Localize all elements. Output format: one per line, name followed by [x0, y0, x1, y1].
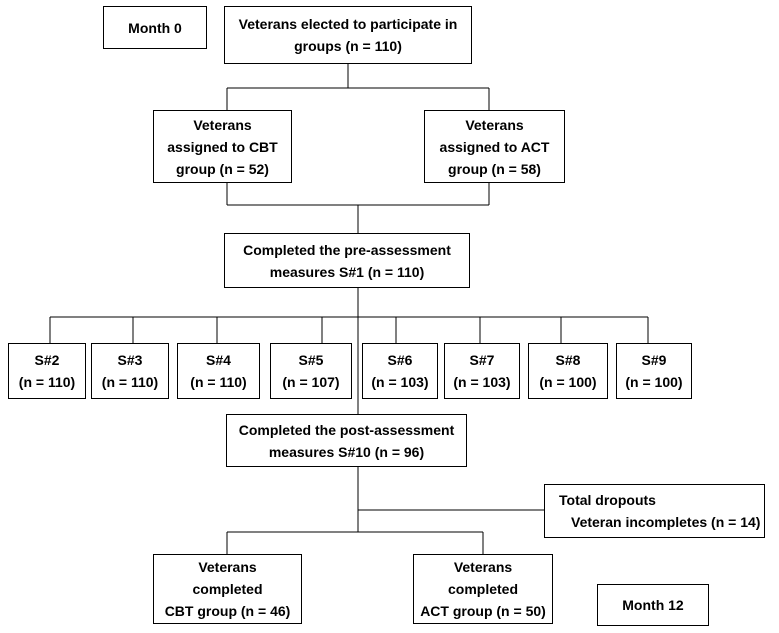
elected-line-2: groups (n = 110) [294, 38, 402, 54]
session-label: S#2 [34, 352, 60, 368]
completed-cbt-line-2: completed [192, 581, 263, 597]
session-box-s2: S#2 (n = 110) [8, 343, 86, 399]
session-label: S#7 [469, 352, 495, 368]
post-assessment-line-2: measures S#10 (n = 96) [268, 443, 425, 460]
session-box-s7: S#7 (n = 103) [444, 343, 520, 399]
session-count: (n = 103) [371, 374, 429, 390]
session-label: S#8 [555, 352, 581, 368]
session-box-s8: S#8 (n = 100) [528, 343, 608, 399]
dropouts-box: Total dropouts Veteran incompletes (n = … [544, 484, 765, 538]
pre-assessment-box: Completed the pre-assessment measures S#… [224, 233, 470, 288]
session-label: S#5 [298, 352, 324, 368]
session-box-s3: S#3 (n = 110) [91, 343, 169, 399]
completed-act-box: Veterans completed ACT group (n = 50) [413, 554, 553, 624]
dropouts-line-1: Total dropouts [559, 492, 656, 508]
session-label: S#4 [206, 352, 231, 368]
pre-assessment-line-1: Completed the pre-assessment [243, 241, 451, 258]
post-assessment-box: Completed the post-assessment measures S… [226, 414, 467, 467]
completed-cbt-box: Veterans completed CBT group (n = 46) [153, 554, 302, 624]
completed-act-line-1: Veterans [453, 559, 513, 575]
session-count: (n = 110) [190, 374, 247, 390]
session-label: S#9 [641, 352, 667, 368]
completed-cbt-line-1: Veterans [198, 559, 257, 575]
session-label: S#6 [387, 352, 413, 368]
elected-line-1: Veterans elected to participate in [238, 16, 458, 32]
month-end-label: Month 12 [597, 584, 709, 626]
completed-act-line-3: ACT group (n = 50) [420, 603, 546, 619]
post-assessment-line-1: Completed the post-assessment [238, 421, 455, 438]
assigned-act-box: Veterans assigned to ACT group (n = 58) [424, 110, 565, 183]
session-count: (n = 100) [625, 374, 683, 390]
month-start-label: Month 0 [103, 6, 207, 49]
pre-assessment-line-2: measures S#1 (n = 110) [269, 263, 425, 280]
session-count: (n = 110) [18, 374, 76, 390]
completed-cbt-line-3: CBT group (n = 46) [164, 603, 291, 619]
session-count: (n = 107) [282, 374, 340, 390]
assigned-cbt-line-1: Veterans [193, 116, 252, 133]
assigned-cbt-line-3: group (n = 52) [176, 160, 269, 177]
session-count: (n = 103) [453, 374, 511, 390]
session-label: S#3 [117, 352, 143, 368]
dropouts-line-2: Veteran incompletes (n = 14) [571, 514, 761, 530]
assigned-act-line-3: group (n = 58) [448, 160, 541, 177]
session-box-s4: S#4 (n = 110) [177, 343, 260, 399]
assigned-cbt-line-2: assigned to CBT [167, 138, 278, 155]
completed-act-line-2: completed [447, 581, 518, 597]
assigned-act-line-1: Veterans [465, 116, 524, 133]
elected-box: Veterans elected to participate in group… [224, 6, 472, 64]
assigned-cbt-box: Veterans assigned to CBT group (n = 52) [153, 110, 292, 183]
session-box-s9: S#9 (n = 100) [616, 343, 692, 399]
session-count: (n = 110) [101, 374, 159, 390]
session-box-s6: S#6 (n = 103) [362, 343, 438, 399]
session-box-s5: S#5 (n = 107) [270, 343, 352, 399]
assigned-act-line-2: assigned to ACT [439, 138, 550, 155]
session-count: (n = 100) [539, 374, 597, 390]
